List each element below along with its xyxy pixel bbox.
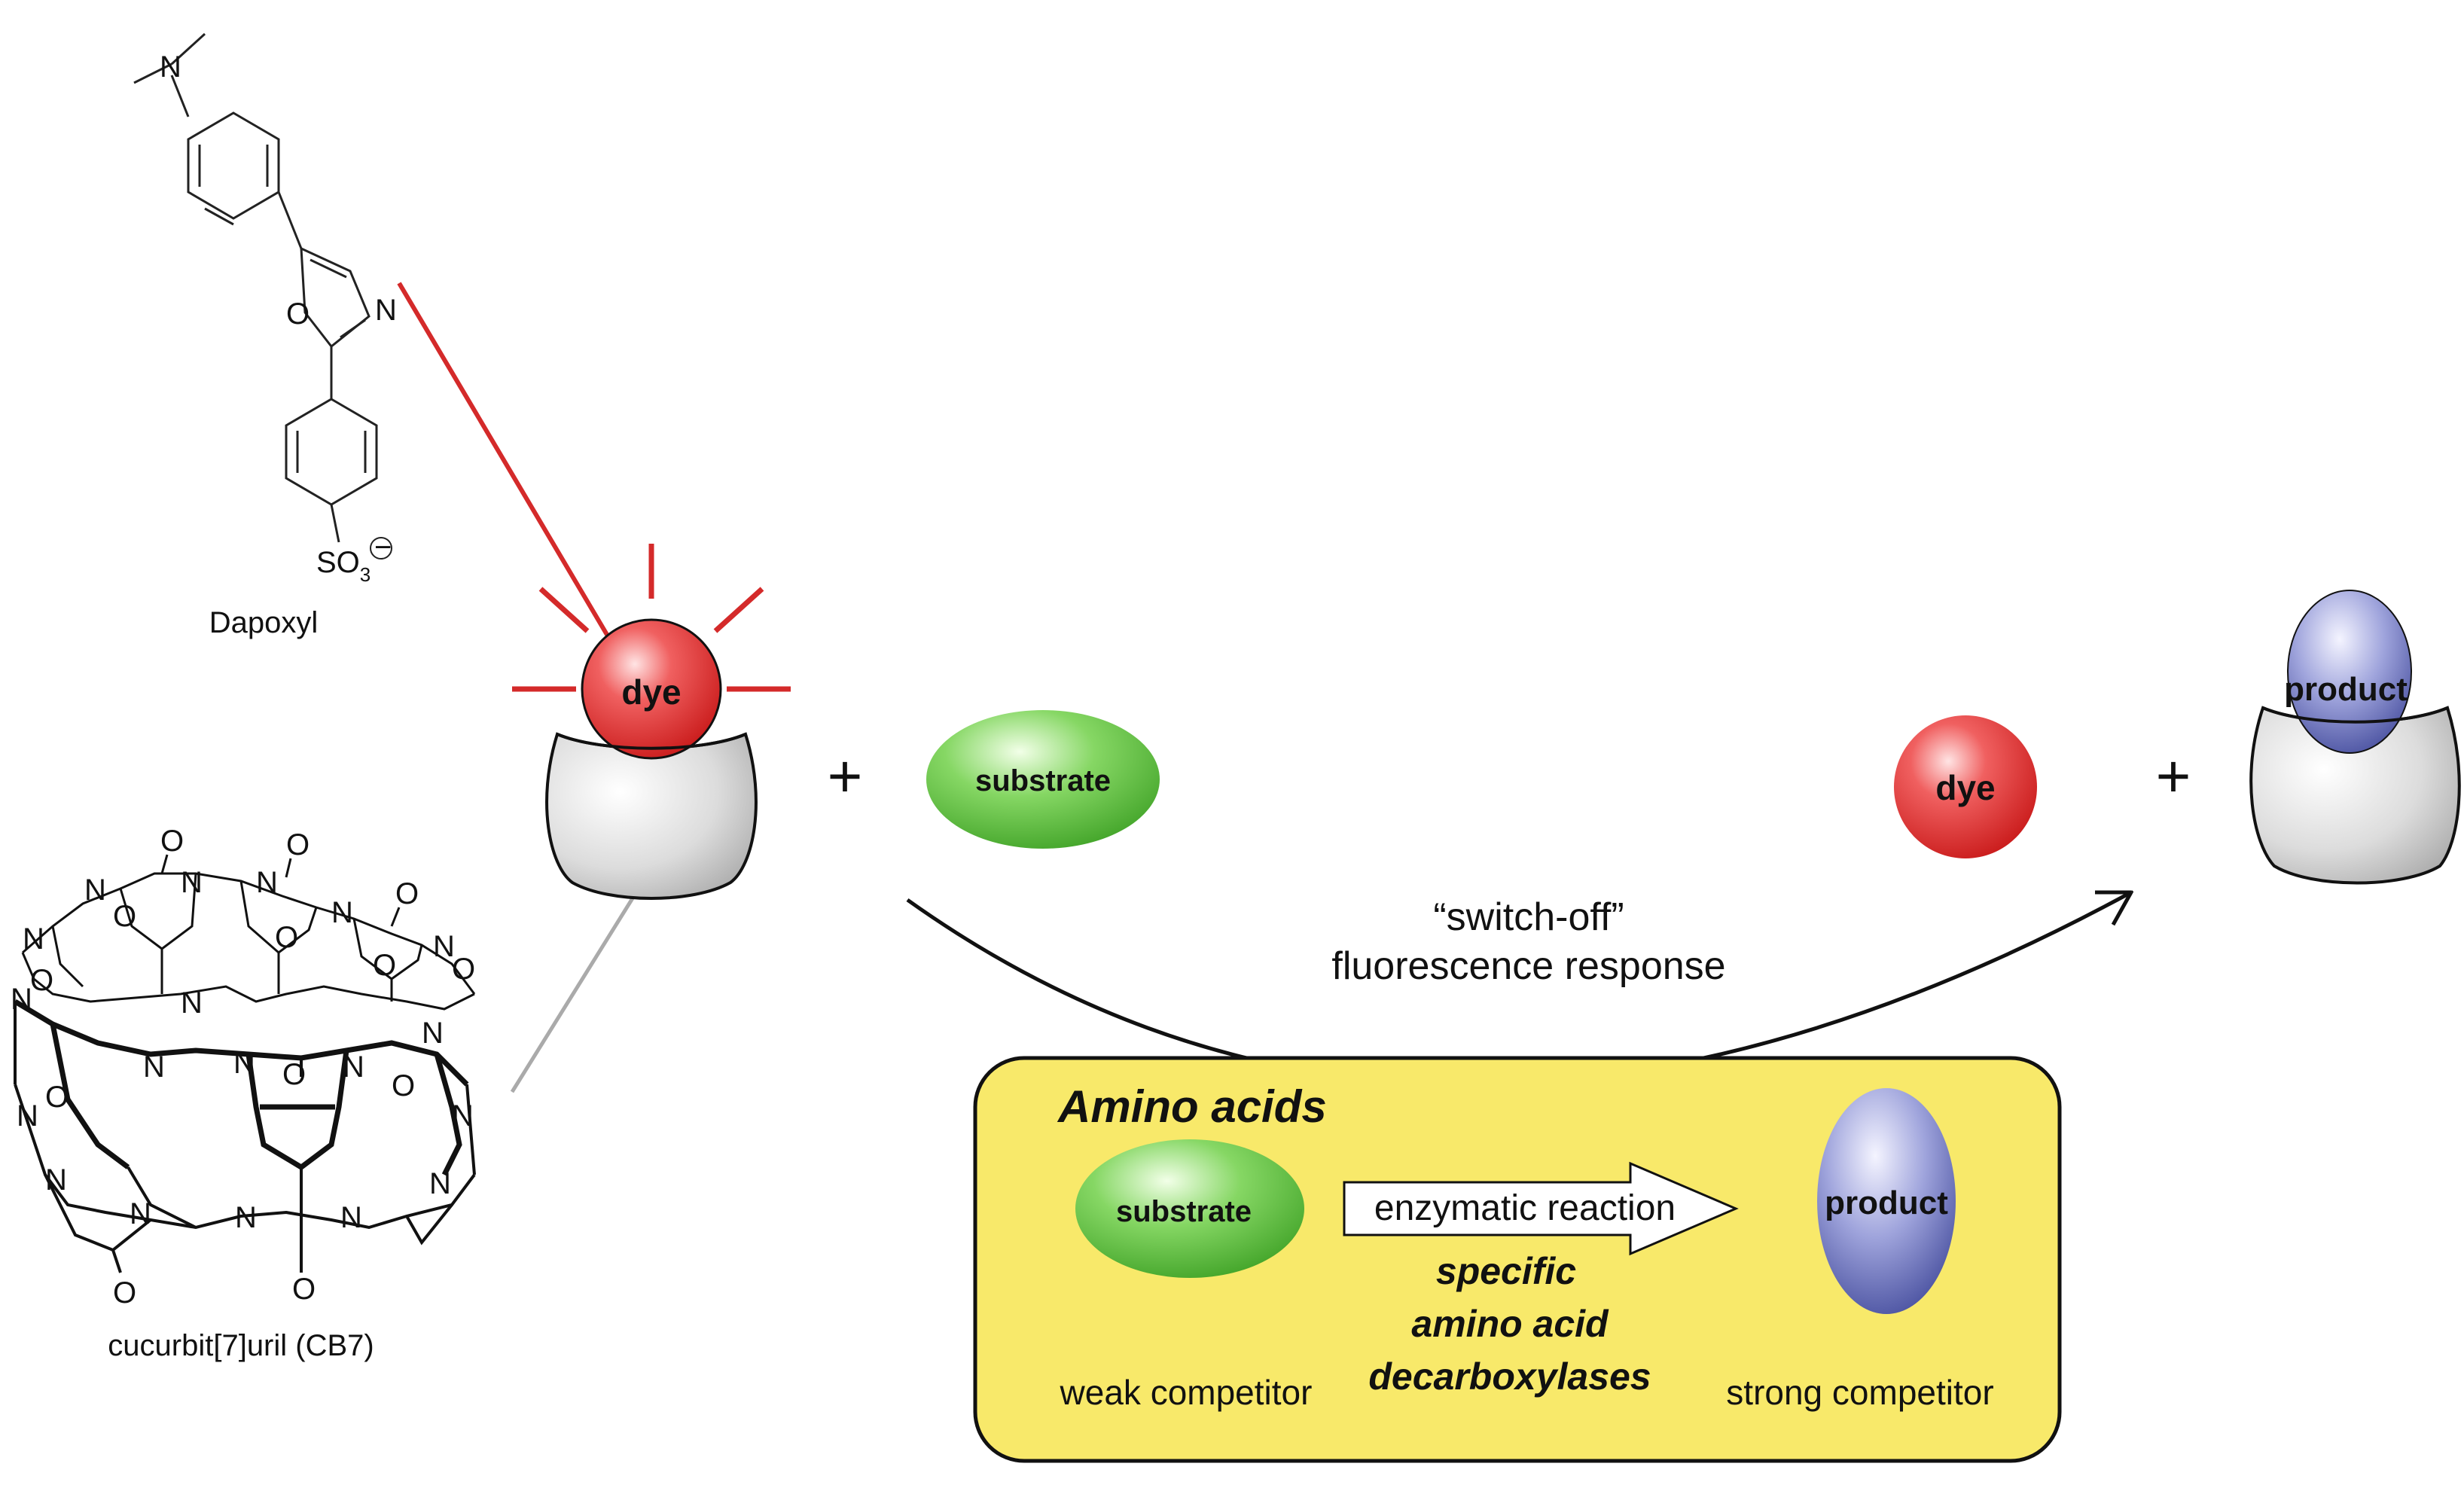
inset-substrate-ellipse	[1075, 1139, 1304, 1278]
cb7-atom-n: N	[11, 983, 32, 1016]
dapoxyl-ring-n: N	[375, 294, 397, 327]
cb7-atom-n: N	[452, 1099, 474, 1133]
cb7-atom-o: O	[30, 964, 53, 997]
cb7-atom-n: N	[233, 1047, 255, 1080]
enzyme-line-1: specific	[1436, 1250, 1576, 1292]
cb7-atom-o: O	[113, 900, 136, 933]
cb7-atom-o: O	[45, 1081, 69, 1114]
plus-sign: +	[2156, 742, 2191, 810]
cb7-atom-o: O	[160, 825, 184, 858]
host-rim	[557, 733, 746, 750]
product-ellipse-bound	[2287, 590, 2412, 754]
cb7-atom-n: N	[331, 896, 353, 929]
cb7-structure	[14, 854, 476, 1273]
cb7-atom-o: O	[286, 828, 310, 861]
substrate-ellipse	[926, 710, 1160, 849]
cb7-atom-n: N	[143, 1050, 165, 1084]
cb7-atom-n: N	[256, 866, 278, 899]
cb7-atom-o: O	[113, 1276, 136, 1310]
enzymatic-reaction-label: enzymatic reaction	[1374, 1188, 1676, 1228]
negative-charge-icon	[370, 537, 392, 560]
product-label-bound: product	[2284, 671, 2408, 708]
inset-product-ellipse	[1817, 1088, 1956, 1314]
cb7-label: cucurbit[7]uril (CB7)	[108, 1329, 374, 1362]
arrow-caption-line-2: fluorescence response	[1331, 944, 1725, 988]
dye-label-free: dye	[1935, 768, 1995, 807]
cb7-atom-n: N	[181, 986, 203, 1020]
cb7-atom-n: N	[130, 1197, 151, 1230]
plus-sign: +	[828, 742, 863, 810]
cb7-atom-o: O	[282, 1058, 306, 1091]
cb7-atom-o: O	[373, 949, 396, 982]
substrate-label: substrate	[975, 764, 1111, 797]
cb7-atom-n: N	[45, 1163, 67, 1197]
cb7-atom-n: N	[429, 1167, 451, 1200]
cb7-atom-n: N	[17, 1099, 38, 1133]
cb7-atom-n: N	[343, 1050, 364, 1084]
cb7-atom-o: O	[292, 1273, 316, 1306]
cb7-atoms: O O O O O O O O O O O O O N N N N N N N …	[11, 825, 475, 1310]
dapoxyl-sulfonate: SO3	[316, 546, 371, 586]
cb7-atom-n: N	[84, 874, 106, 907]
arrow-caption-line-1: “switch-off”	[1433, 895, 1624, 939]
inset-substrate-label: substrate	[1116, 1195, 1252, 1228]
strong-competitor-label: strong competitor	[1726, 1373, 1993, 1412]
cb7-atom-o: O	[395, 877, 419, 910]
cb7-atom-o: O	[392, 1069, 415, 1102]
cb7-atom-n: N	[235, 1201, 257, 1234]
dapoxyl-leader-line	[397, 282, 626, 664]
glow-rays	[512, 544, 791, 692]
dapoxyl-structure	[133, 32, 378, 543]
cb7-atom-n: N	[181, 866, 203, 899]
cb7-atom-n: N	[23, 922, 44, 956]
cb7-leader-line	[510, 887, 641, 1093]
dapoxyl-label: Dapoxyl	[209, 606, 319, 639]
dapoxyl-charge: −	[374, 531, 392, 564]
dye-label-bound: dye	[621, 672, 681, 712]
weak-competitor-label: weak competitor	[1060, 1373, 1313, 1412]
cb7-atom-n: N	[433, 930, 455, 963]
enzyme-line-3: decarboxylases	[1368, 1355, 1651, 1398]
dapoxyl-amine-n: N	[160, 50, 181, 84]
enzymatic-arrow	[1343, 1161, 1739, 1256]
cb7-atom-n: N	[340, 1201, 362, 1234]
dapoxyl-ring-o: O	[286, 297, 310, 331]
cb7-atom-o: O	[275, 921, 298, 954]
host-rim	[2262, 706, 2448, 724]
cb7-atom-o: O	[452, 953, 475, 986]
inset-title: Amino acids	[1057, 1081, 1327, 1132]
enzyme-line-2: amino acid	[1411, 1303, 1609, 1345]
arrow-head-icon	[2095, 890, 2133, 926]
inset-product-label: product	[1825, 1185, 1948, 1221]
dye-ball-bound	[581, 618, 722, 760]
dye-ball-free	[1894, 715, 2037, 858]
cb7-atom-n: N	[422, 1017, 444, 1050]
